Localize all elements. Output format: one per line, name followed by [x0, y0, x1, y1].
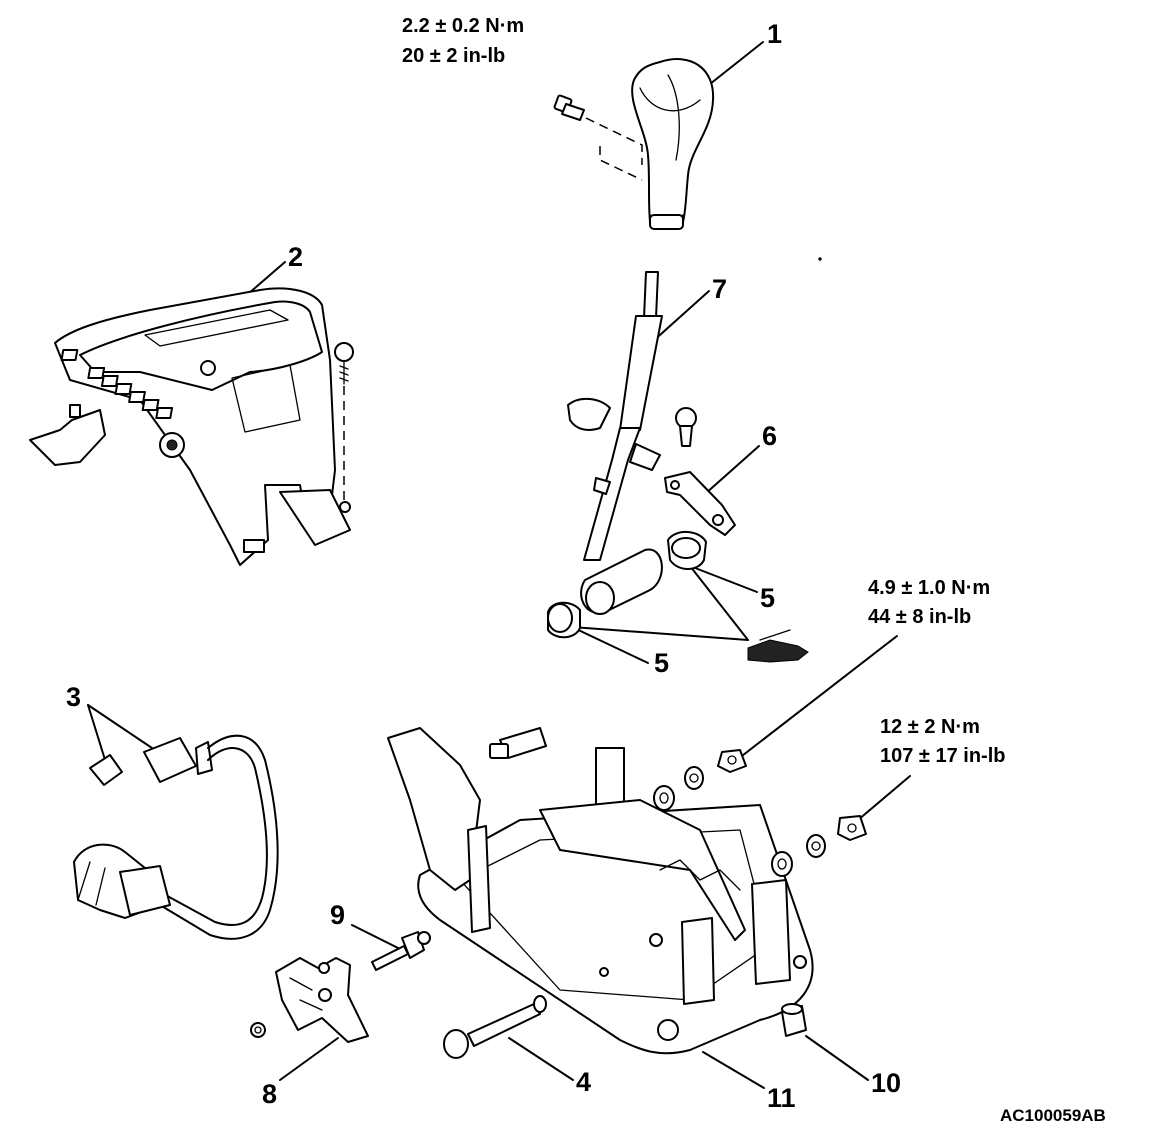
callout-8: 8 [262, 1079, 277, 1109]
leader-lever-nut [737, 635, 898, 760]
shift-knob [631, 58, 715, 230]
pivot-bolt [371, 931, 431, 971]
bracket-nut-stack [771, 815, 867, 877]
wiring-harness [73, 734, 279, 940]
callout-1: 1 [767, 19, 782, 49]
bracket-nut-torque-imperial: 107 ± 17 in-lb [880, 745, 1005, 767]
lever-bracket [664, 471, 736, 536]
bracket-nut-torque-metric: 12 ± 2 N·m [880, 716, 980, 738]
leader-8 [279, 1037, 339, 1081]
callout-2: 2 [288, 242, 303, 272]
bushing-upper [667, 531, 707, 570]
leader-6 [704, 445, 760, 495]
leader-5-lower [571, 626, 649, 664]
leader-10 [805, 1035, 869, 1081]
indicator-panel [29, 287, 351, 566]
leader-1 [704, 41, 764, 89]
leader-4 [508, 1037, 574, 1081]
leader-5-upper [689, 565, 758, 593]
leader-11 [702, 1051, 765, 1089]
callout-10: 10 [871, 1068, 901, 1098]
leader-7 [650, 290, 710, 344]
knob-screw-torque-imperial: 20 ± 2 in-lb [402, 45, 505, 67]
panel-screw [334, 342, 354, 385]
bushing-lower [547, 601, 581, 639]
shift-lever-bracket [387, 727, 814, 1055]
callout-5-upper: 5 [760, 583, 775, 613]
leader-5-grease-b [689, 565, 749, 641]
lever-nut-torque-imperial: 44 ± 8 in-lb [868, 606, 971, 628]
stray-mark [818, 257, 822, 261]
lever-nut-torque-metric: 4.9 ± 1.0 N·m [868, 577, 990, 599]
spacer-collar [781, 1003, 807, 1037]
leader-3a [87, 704, 107, 764]
leader-9 [351, 924, 399, 949]
knob-screw-axis [585, 117, 643, 181]
callout-4: 4 [576, 1067, 591, 1097]
callout-3: 3 [66, 682, 81, 712]
leader-3b [87, 704, 153, 749]
lever-bolt [675, 407, 697, 447]
knob-screw [553, 94, 585, 121]
pivot-pin [443, 995, 547, 1059]
callout-6: 6 [762, 421, 777, 451]
detent-plate [250, 957, 369, 1043]
lever-nut-stack [653, 749, 747, 811]
leader-bracket-nut [857, 775, 911, 821]
leader-5-grease-a [571, 626, 749, 641]
shift-lever [567, 271, 663, 615]
callout-5-lower: 5 [654, 648, 669, 678]
knob-screw-torque-metric: 2.2 ± 0.2 N·m [402, 15, 524, 37]
grease-icon [747, 629, 809, 663]
figure-code: AC100059AB [1000, 1106, 1106, 1125]
callout-11: 11 [767, 1083, 796, 1113]
callout-7: 7 [712, 274, 727, 304]
callout-9: 9 [330, 900, 345, 930]
